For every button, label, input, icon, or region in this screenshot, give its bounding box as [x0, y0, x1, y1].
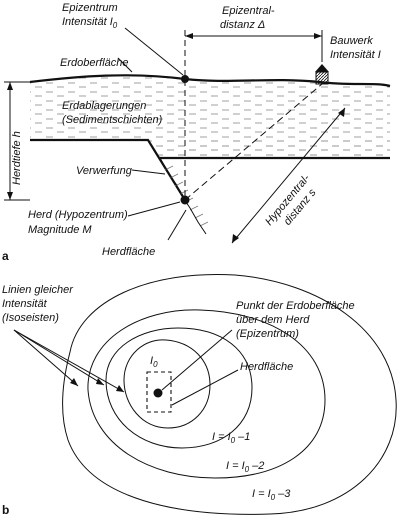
sediment-layer	[30, 75, 390, 158]
fault-plane-label: Herdfläche	[102, 246, 155, 258]
epicenter-point-label-2: über dem Herd	[236, 314, 310, 326]
epicenter-dot	[181, 75, 189, 83]
magnitude-label: Magnitude M	[28, 224, 92, 236]
hypocentral-label: Hypozentral- distanz s	[263, 170, 325, 237]
epicentral-distance-label-2: distanz Δ	[220, 19, 265, 31]
fault-plane-label-b: Herdfläche	[240, 361, 293, 373]
epicentral-distance-label-1: Epizentral-	[222, 5, 275, 17]
sediment-lower-block	[160, 140, 390, 158]
building-intensity-label: Intensität I	[330, 49, 381, 61]
intensity-1-label: I = I0 –1	[212, 431, 250, 445]
hypocentral-dashed-line	[184, 83, 323, 201]
epicenter-point-label-3: (Epizentrum)	[236, 328, 299, 340]
building-label: Bauwerk	[330, 35, 373, 47]
fault-plane-rect	[146, 371, 172, 413]
epicenter-intensity-label: Intensität I0	[62, 16, 118, 30]
depth-arrow-bottom	[7, 192, 13, 200]
building-icon	[315, 64, 329, 85]
depth-label: Herdtiefe h	[11, 131, 23, 185]
epicenter-point-label-1: Punkt der Erdoberfläche	[236, 300, 355, 312]
isoseismal-outer	[62, 273, 397, 515]
isoseismal-3	[87, 309, 326, 479]
intensity-3-label: I = I0 –3	[252, 488, 291, 502]
isoseismal-label-3: (Isoseisten)	[2, 312, 59, 324]
panel-a-letter: a	[2, 249, 9, 263]
isoseismal-2	[105, 327, 253, 449]
focus-dot	[180, 195, 190, 205]
epicenter-label: Epizentrum	[62, 2, 118, 14]
intensity-2-label: I = I0 –2	[226, 460, 264, 474]
sediments-label-1: Erdablagerungen	[62, 100, 146, 112]
fault-line	[159, 157, 207, 235]
surface-label: Erdoberfläche	[60, 57, 129, 69]
sediments-label-2: (Sedimentschichten)	[62, 114, 163, 126]
isoseismal-label-1: Linien gleicher	[2, 284, 74, 296]
panel-b-letter: b	[2, 503, 9, 517]
panel-a: Herdtiefe h Epizentrum Intensität I0	[2, 2, 391, 263]
isoseismal-1	[123, 339, 211, 429]
focus-label: Herd (Hypozentrum)	[28, 209, 128, 221]
hypocentral-distance-line	[231, 107, 346, 244]
panel-b: Linien gleicher Intensität (Isoseisten) …	[2, 273, 397, 517]
center-intensity-label: I0	[150, 355, 158, 369]
fault-label: Verwerfung	[76, 165, 133, 177]
earth-surface-line	[29, 74, 391, 88]
isoseismal-label-2: Intensität	[2, 298, 48, 310]
depth-arrow-top	[7, 82, 13, 90]
epicenter-point	[153, 388, 163, 398]
